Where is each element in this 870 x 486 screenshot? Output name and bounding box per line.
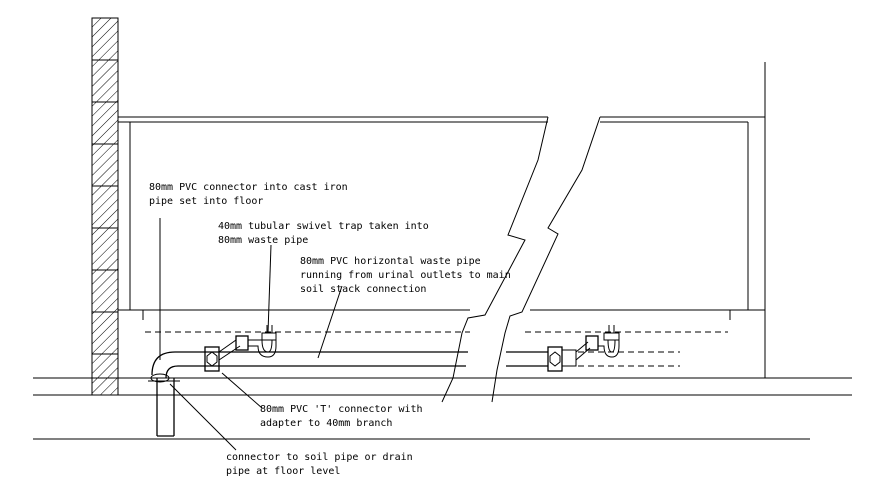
brick-wall bbox=[91, 17, 119, 396]
t-connector-right bbox=[547, 325, 620, 372]
label-t-connector: 80mm PVC 'T' connector with adapter to 4… bbox=[260, 404, 429, 429]
leader-lines bbox=[169, 244, 343, 451]
horizontal-waste-pipe-right bbox=[506, 351, 680, 367]
break-lines bbox=[441, 116, 601, 403]
label-soil-pipe-connector: connector to soil pipe or drain pipe at … bbox=[226, 452, 419, 477]
horizontal-waste-pipe-left bbox=[205, 351, 468, 367]
soil-pipe bbox=[148, 218, 205, 437]
label-connector-cast-iron: 80mm PVC connector into cast iron pipe s… bbox=[149, 182, 354, 207]
label-swivel-trap: 40mm tubular swivel trap taken into 80mm… bbox=[218, 221, 435, 246]
urinal-trough bbox=[118, 116, 765, 333]
label-horizontal-waste-pipe: 80mm PVC horizontal waste pipe running f… bbox=[300, 256, 517, 295]
t-connector-left bbox=[204, 325, 277, 372]
floor-lines bbox=[33, 377, 852, 440]
